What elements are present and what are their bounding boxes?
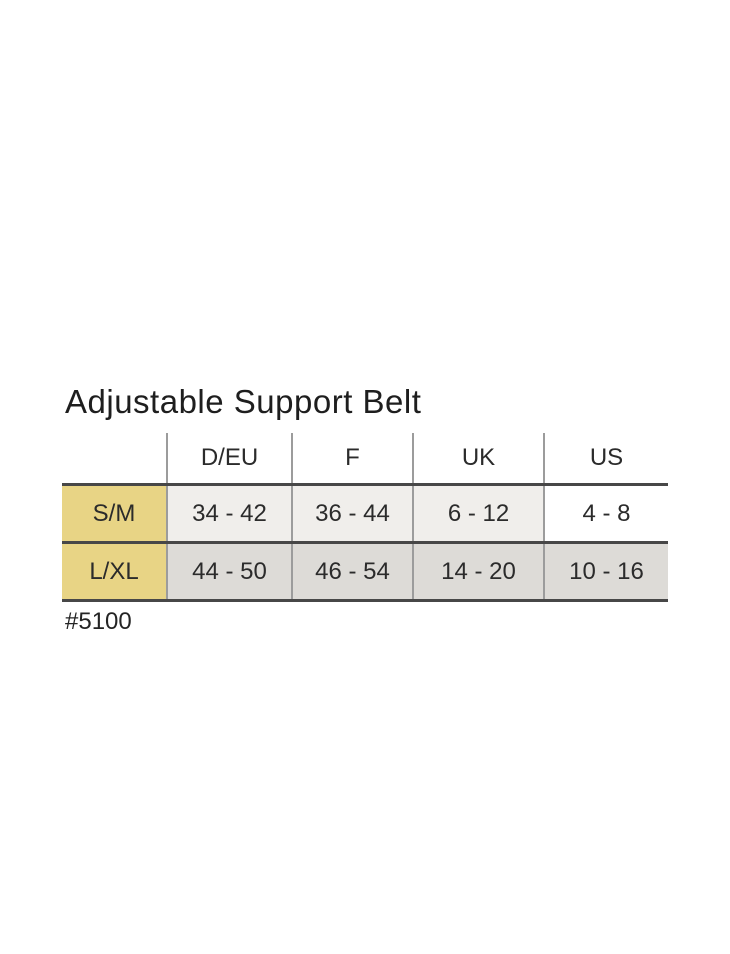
column-header-deu: D/EU <box>166 433 291 483</box>
product-code: #5100 <box>65 608 132 635</box>
cell-sm-f: 36 - 44 <box>291 486 412 541</box>
size-table: D/EU F UK US S/M 34 - 42 36 - 44 6 - 12 … <box>62 433 668 602</box>
cell-lxl-f: 46 - 54 <box>291 544 412 599</box>
column-header-f: F <box>291 433 412 483</box>
row-label-lxl: L/XL <box>62 544 166 599</box>
table-row-lxl: L/XL 44 - 50 46 - 54 14 - 20 10 - 16 <box>62 541 668 602</box>
cell-lxl-us: 10 - 16 <box>543 544 668 599</box>
page-title: Adjustable Support Belt <box>65 383 422 420</box>
header-cell-empty <box>62 433 166 483</box>
row-label-sm: S/M <box>62 486 166 541</box>
column-header-us: US <box>543 433 668 483</box>
table-header-row: D/EU F UK US <box>62 433 668 483</box>
cell-sm-uk: 6 - 12 <box>412 486 543 541</box>
table-row-sm: S/M 34 - 42 36 - 44 6 - 12 4 - 8 <box>62 483 668 541</box>
cell-sm-us: 4 - 8 <box>543 486 668 541</box>
cell-lxl-deu: 44 - 50 <box>166 544 291 599</box>
column-header-uk: UK <box>412 433 543 483</box>
cell-lxl-uk: 14 - 20 <box>412 544 543 599</box>
cell-sm-deu: 34 - 42 <box>166 486 291 541</box>
